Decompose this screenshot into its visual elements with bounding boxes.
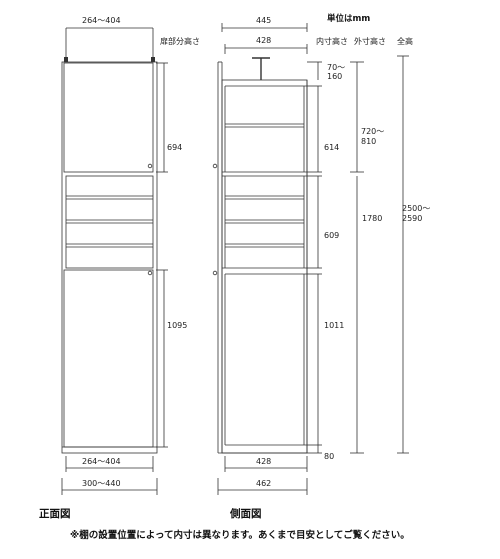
side-view-title: 側面図	[229, 507, 262, 520]
upper-door-height-label: 694	[167, 143, 182, 152]
open-shelf-section	[65, 175, 154, 269]
side-bottom-outer-depth-label: 462	[256, 479, 271, 488]
lower-door	[63, 269, 154, 448]
side-bottom-inner-depth-label: 428	[256, 457, 271, 466]
lower-door-height-label: 1095	[167, 321, 187, 330]
front-bottom-inner-width-label: 264～404	[82, 457, 121, 466]
front-top-width-label: 264～404	[82, 16, 121, 25]
upper-door	[63, 62, 154, 173]
side-top-inner-depth-label: 428	[256, 36, 271, 45]
footnote: ※棚の設置位置によって内寸は異なります。あくまで目安としてご覧ください。	[70, 529, 410, 541]
total-height-label-b: 2590	[402, 214, 422, 223]
total-height-header: 全高	[397, 36, 413, 46]
top-gap-label-b: 160	[327, 72, 342, 81]
side-cabinet-body	[221, 79, 308, 454]
lower-inner-height-label: 1011	[324, 321, 344, 330]
middle-inner-height-label: 609	[324, 231, 339, 240]
front-cabinet-outline	[61, 61, 158, 454]
side-top-depth-label: 445	[256, 16, 271, 25]
base-height-label: 80	[324, 452, 334, 461]
upper-outer-height-label-a: 720～	[361, 127, 384, 136]
upper-inner-height-label: 614	[324, 143, 339, 152]
unit-label: 単位はmm	[327, 13, 370, 24]
side-view: 445 428	[212, 16, 430, 520]
top-gap-label-a: 70～	[327, 63, 345, 72]
outer-height-header: 外寸高さ	[354, 36, 386, 46]
front-view: 264～404 694 1095 26	[39, 16, 187, 520]
lower-outer-height-label: 1780	[362, 214, 382, 223]
inner-height-header: 内寸高さ	[316, 36, 348, 46]
upper-outer-height-label-b: 810	[361, 137, 376, 146]
total-height-label-a: 2500～	[402, 204, 430, 213]
front-bottom-outer-width-label: 300～440	[82, 479, 121, 488]
door-height-header: 扉部分高さ	[160, 36, 200, 46]
front-view-title: 正面図	[39, 508, 71, 520]
